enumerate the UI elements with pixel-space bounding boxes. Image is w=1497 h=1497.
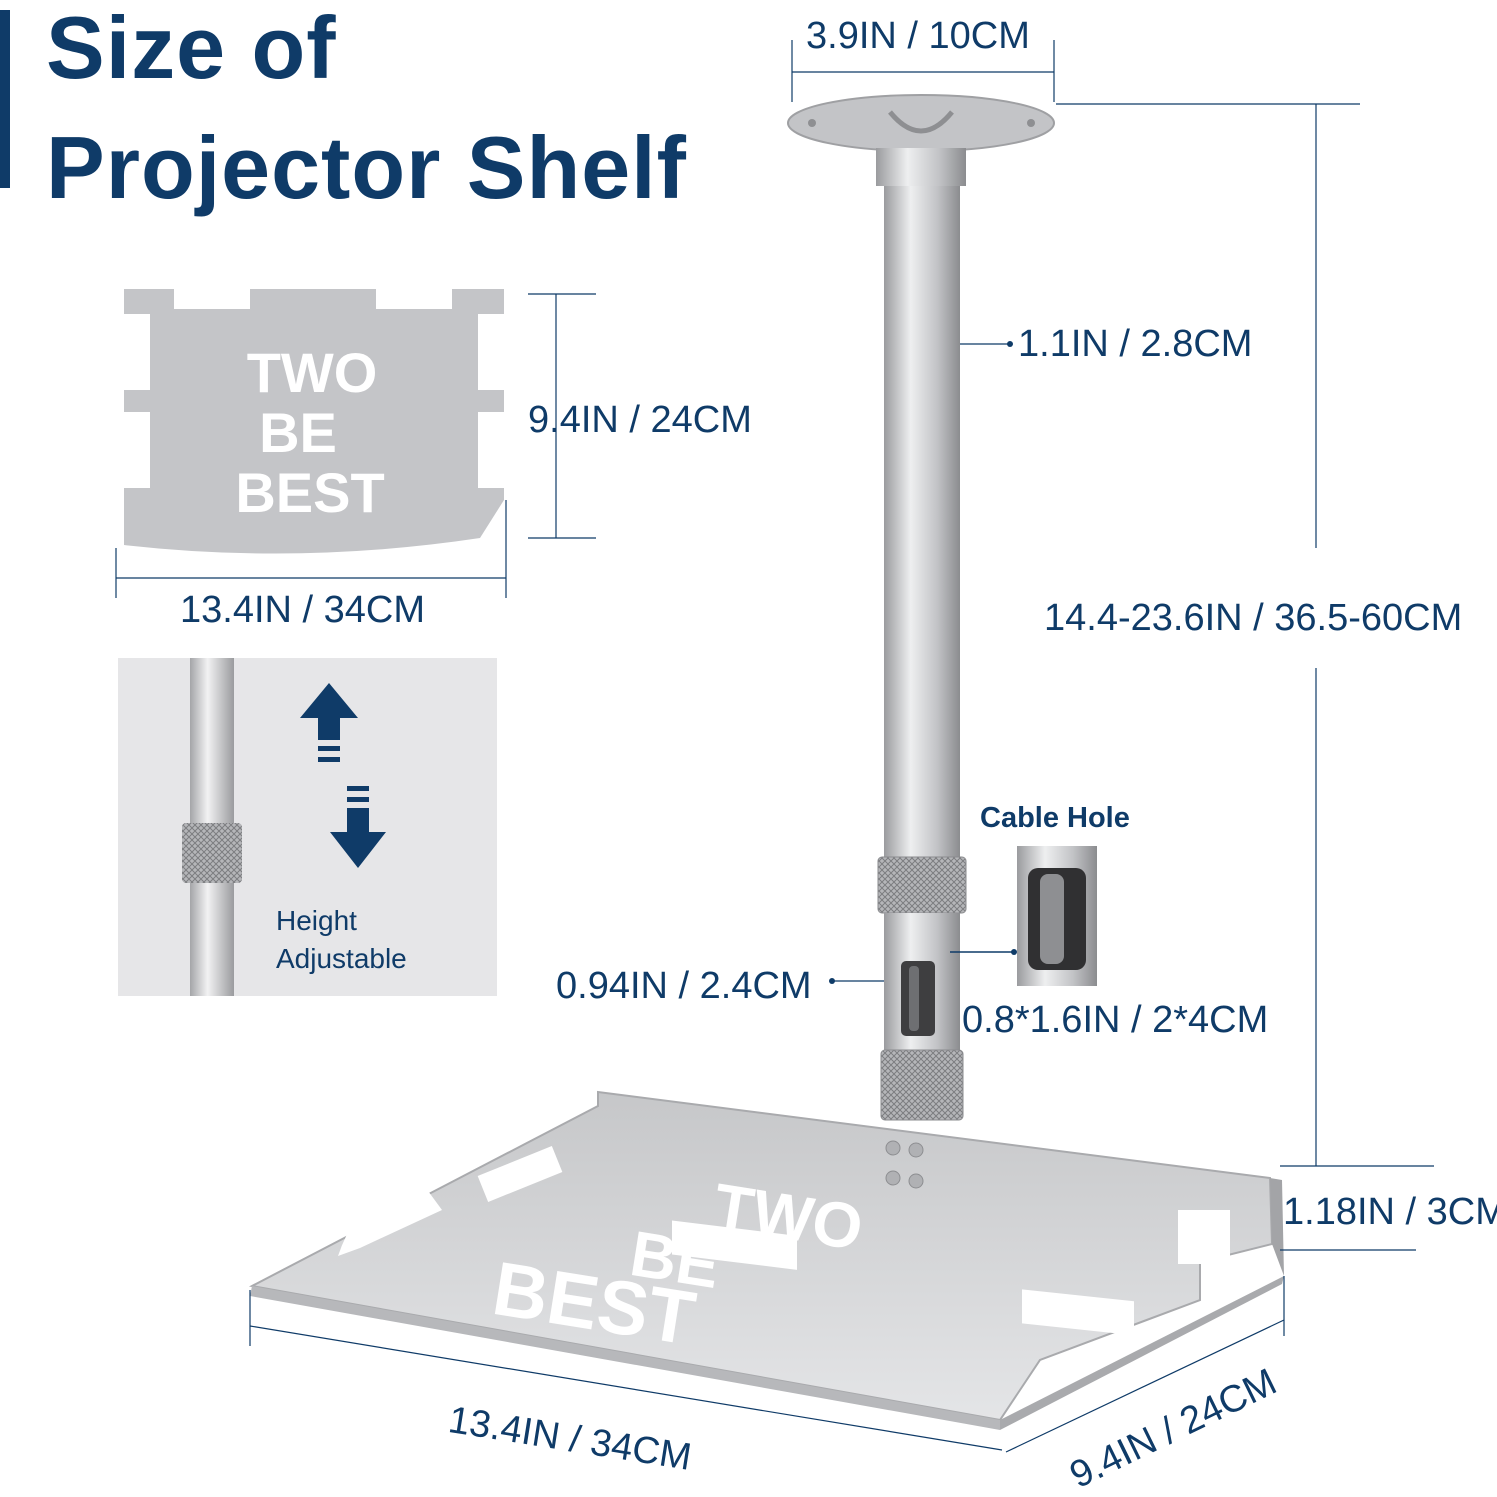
shelf-tray: TWO BE BEST: [248, 1090, 1284, 1430]
ceiling-mount-plate: [787, 94, 1055, 186]
top-view-logo: TWO BE BEST: [235, 341, 384, 524]
dimension-lines: [115, 40, 1434, 1453]
upper-knurled-collar: [877, 856, 967, 914]
page-title: Size of Projector Shelf: [46, 0, 687, 224]
height-adjustable-caption: Height Adjustable: [276, 902, 407, 978]
shelf-lip-height-label: 1.18IN / 3CM: [1283, 1191, 1497, 1233]
lower-knurled-collar: [880, 1049, 964, 1121]
top-view-shelf: TWO BE BEST: [124, 289, 504, 554]
lower-tube-diameter-label: 0.94IN / 2.4CM: [556, 965, 812, 1007]
cable-hole-opening: [901, 961, 935, 1036]
upper-tube-diameter-label: 1.1IN / 2.8CM: [1018, 323, 1253, 365]
title-line-2: Projector Shelf: [46, 118, 687, 217]
cable-hole-detail-image: [950, 846, 1097, 986]
cable-hole-size-label: 0.8*1.6IN / 2*4CM: [962, 999, 1269, 1041]
svg-text:BEST: BEST: [235, 461, 384, 524]
height-adjustable-line-1: Height: [276, 905, 357, 936]
upper-tube: [884, 186, 960, 866]
svg-text:TWO: TWO: [247, 341, 378, 404]
top-view-depth-label: 9.4IN / 24CM: [528, 399, 752, 441]
up-arrow-icon: [300, 683, 358, 762]
svg-text:BE: BE: [259, 401, 337, 464]
height-adjustable-line-2: Adjustable: [276, 943, 407, 974]
title-accent-bar: [0, 10, 10, 188]
top-view-width-label: 13.4IN / 34CM: [180, 589, 425, 631]
total-height-label: 14.4-23.6IN / 36.5-60CM: [1044, 597, 1463, 639]
base-diameter-label: 3.9IN / 10CM: [806, 15, 1030, 57]
title-line-1: Size of: [46, 0, 337, 97]
cable-hole-label: Cable Hole: [980, 802, 1130, 834]
down-arrow-icon: [330, 786, 386, 868]
height-adjust-panel: [118, 658, 497, 996]
svg-text:BE: BE: [625, 1217, 724, 1302]
